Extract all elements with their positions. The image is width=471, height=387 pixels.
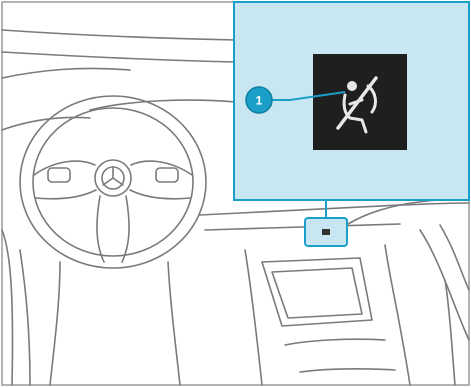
airbag-off-indicator (313, 54, 407, 150)
callout-badge: 1 (246, 87, 272, 113)
switch-location-indicator (322, 229, 330, 235)
callout-number: 1 (256, 94, 263, 108)
